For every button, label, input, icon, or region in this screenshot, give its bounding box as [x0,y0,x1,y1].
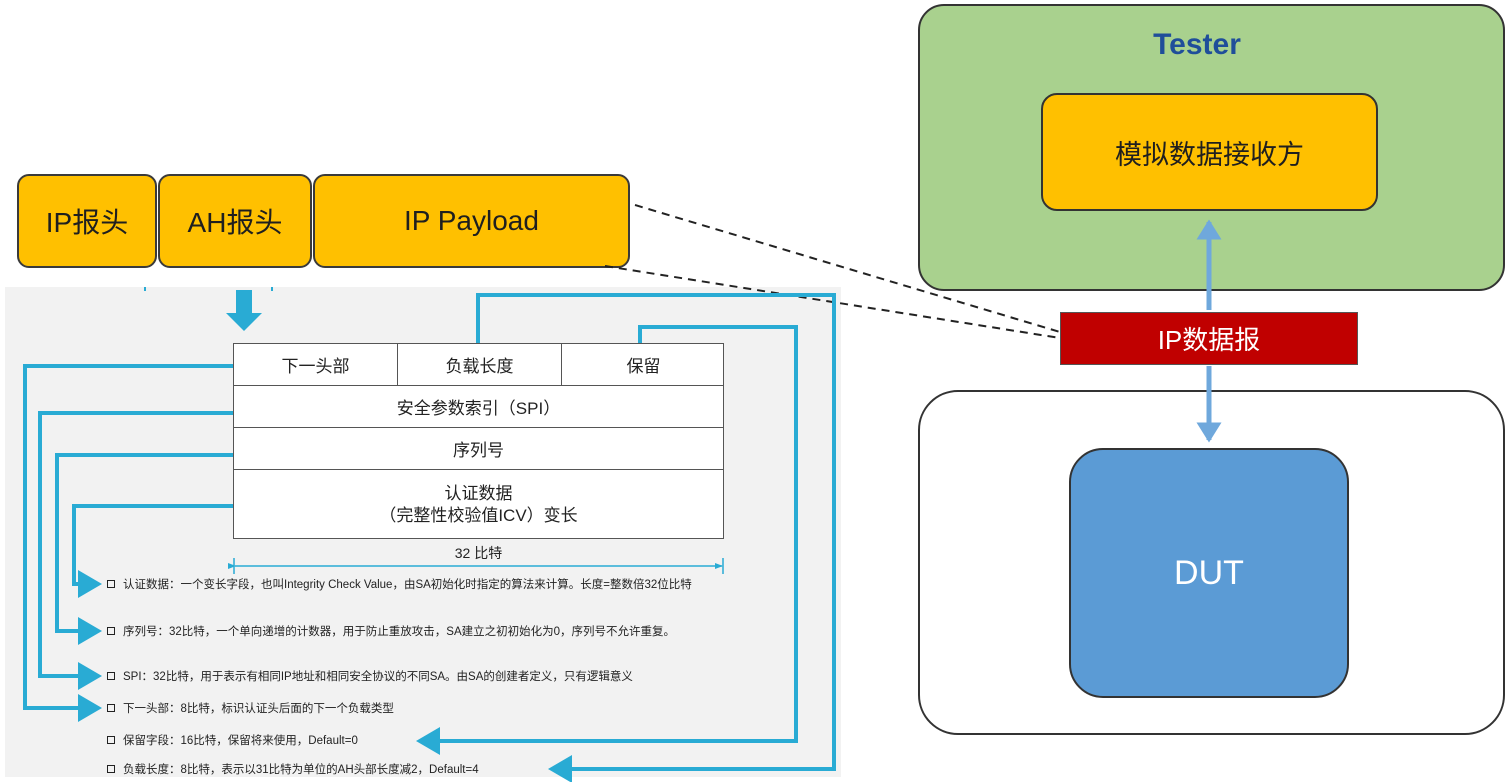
connector-payload-length [476,293,836,782]
desc-sequence-text: 序列号：32比特，一个单向递增的计数器，用于防止重放攻击，SA建立之初初始化为0… [123,626,676,638]
sequence-label: 序列号 [453,440,504,460]
desc-auth-data: 认证数据：一个变长字段，也叫Integrity Check Value，由SA初… [107,575,692,593]
tester-title: Tester [1153,28,1241,61]
next-header-label: 下一头部 [281,357,350,376]
field-connectors [23,293,836,782]
ip-payload-box: IP Payload [313,174,630,268]
receiver-box: 模拟数据接收方 [1041,93,1378,211]
ah-header-table: 下一头部 负载长度 保留 安全参数索引（SPI） 序列号 认证数据 （完整性校验… [233,343,724,539]
connector-auth-data [72,504,233,598]
bullet-icon [107,672,115,680]
desc-spi: SPI：32比特，用于表示有相同IP地址和相同安全协议的不同SA。由SA的创建者… [107,667,633,685]
desc-spi-text: SPI：32比特，用于表示有相同IP地址和相同安全协议的不同SA。由SA的创建者… [123,671,633,683]
connector-sequence [55,453,233,645]
bullet-icon [107,627,115,635]
ip-header-box: IP报头 [17,174,157,268]
ah-header-box: AH报头 [158,174,312,268]
desc-sequence: 序列号：32比特，一个单向递增的计数器，用于防止重放攻击，SA建立之初初始化为0… [107,622,675,640]
ip-datagram-label: IP数据报 [1157,325,1261,355]
desc-next-header: 下一头部：8比特，标识认证头后面的下一个负载类型 [107,699,394,717]
bullet-icon [107,580,115,588]
width-label: 32 比特 [454,545,503,561]
receiver-label: 模拟数据接收方 [1115,139,1304,170]
ah-header-label: AH报头 [187,207,283,238]
bullet-icon [107,736,115,744]
dashed-link-top [634,204,1061,333]
ip-header-label: IP报头 [45,207,129,238]
ip-payload-label: IP Payload [404,205,539,236]
dut-label: DUT [1174,553,1244,592]
sequence-row: 序列号 [234,427,723,470]
desc-payload-length: 负载长度：8比特，表示以31比特为单位的AH头部长度减2，Default=4 [107,760,479,778]
table-row-first: 下一头部 负载长度 保留 [234,344,723,386]
ip-datagram-box: IP数据报 [1060,312,1358,365]
bullet-icon [107,704,115,712]
connector-spi [38,411,233,690]
auth-data-label: 认证数据 [444,483,513,503]
desc-auth-data-text: 认证数据：一个变长字段，也叫Integrity Check Value，由SA初… [123,579,692,591]
desc-next-header-text: 下一头部：8比特，标识认证头后面的下一个负载类型 [123,703,394,715]
spi-row: 安全参数索引（SPI） [234,385,723,428]
down-arrow-icon [226,290,262,331]
desc-reserved-text: 保留字段：16比特，保留将来使用，Default=0 [123,735,358,747]
spi-label: 安全参数索引（SPI） [396,398,561,418]
next-header-cell: 下一头部 [234,344,398,385]
payload-length-label: 负载长度 [445,357,514,376]
auth-data-row: 认证数据 （完整性校验值ICV）变长 [234,469,723,540]
connector-reserved [416,325,798,755]
reserved-cell: 保留 [562,344,725,385]
dut-box: DUT [1069,448,1349,698]
desc-payload-length-text: 负载长度：8比特，表示以31比特为单位的AH头部长度减2，Default=4 [123,764,479,776]
desc-reserved: 保留字段：16比特，保留将来使用，Default=0 [107,731,358,749]
reserved-label: 保留 [626,357,661,376]
connector-next-header [23,364,233,722]
auth-data-sublabel: （完整性校验值ICV）变长 [379,505,578,525]
bullet-icon [107,765,115,773]
payload-length-cell: 负载长度 [398,344,562,385]
